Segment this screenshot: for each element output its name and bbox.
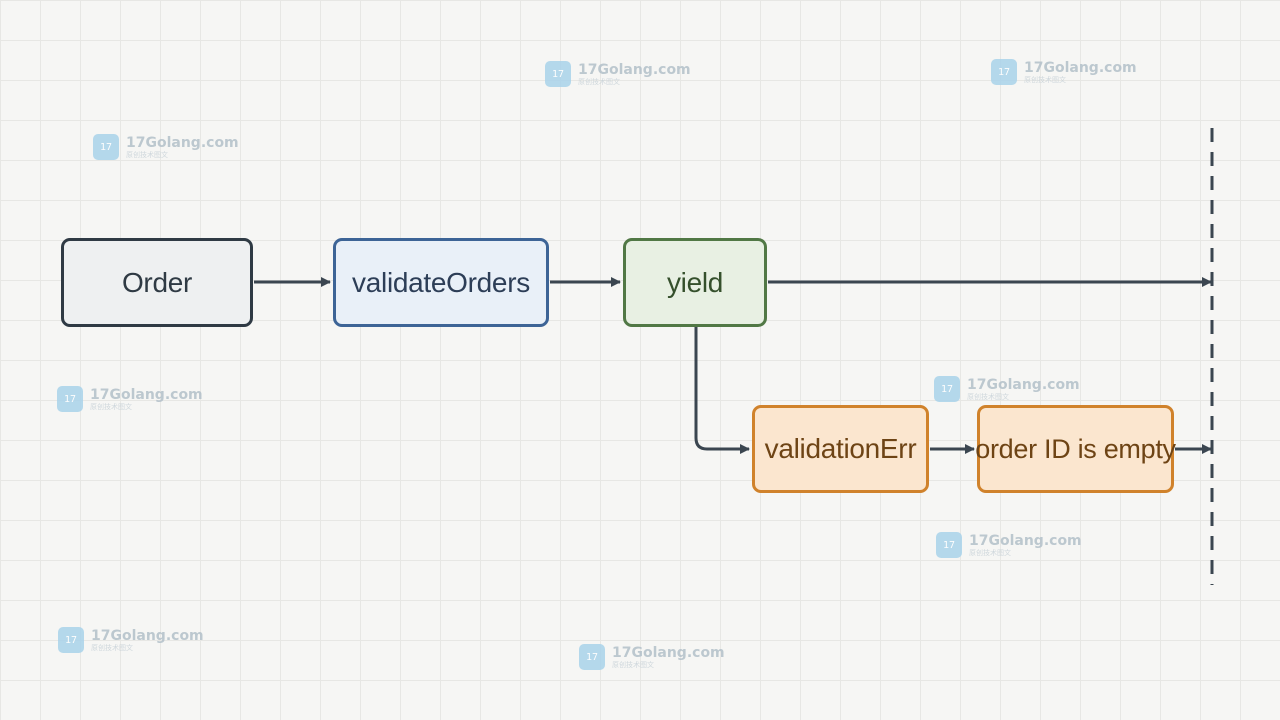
watermark-name: 17Golang.com: [969, 532, 1082, 549]
watermark-name: 17Golang.com: [967, 376, 1080, 393]
watermark-subtitle: 原创技术图文: [126, 150, 168, 159]
watermark: 17 17Golang.com 原创技术图文: [58, 627, 204, 653]
watermark-subtitle: 原创技术图文: [90, 402, 132, 411]
watermark: 17 17Golang.com 原创技术图文: [57, 386, 203, 412]
watermark: 17 17Golang.com 原创技术图文: [579, 644, 725, 670]
node-validate-orders: validateOrders: [333, 238, 549, 327]
watermark: 17 17Golang.com 原创技术图文: [991, 59, 1137, 85]
watermark-name: 17Golang.com: [91, 627, 204, 644]
node-order-label: Order: [121, 266, 193, 298]
node-yield: yield: [623, 238, 767, 327]
17golang-logo-icon: 17: [579, 644, 605, 670]
17golang-logo-icon: 17: [936, 532, 962, 558]
17golang-logo-icon: 17: [93, 134, 119, 160]
watermark-subtitle: 原创技术图文: [1024, 75, 1066, 84]
17golang-logo-icon: 17: [991, 59, 1017, 85]
node-validation-err-label: validationErr: [764, 433, 917, 464]
17golang-logo-icon: 17: [545, 61, 571, 87]
node-yield-label: yield: [666, 266, 724, 298]
watermark-subtitle: 原创技术图文: [969, 548, 1011, 557]
arrow-yield-to-validation-err: [694, 327, 750, 454]
watermark-subtitle: 原创技术图文: [578, 77, 620, 86]
watermark: 17 17Golang.com 原创技术图文: [545, 61, 691, 87]
node-validation-err: validationErr: [752, 405, 929, 493]
watermark-name: 17Golang.com: [612, 644, 725, 661]
node-order: Order: [61, 238, 253, 327]
watermark-name: 17Golang.com: [578, 61, 691, 78]
watermark-subtitle: 原创技术图文: [612, 660, 654, 669]
watermark-name: 17Golang.com: [1024, 59, 1137, 76]
watermark-subtitle: 原创技术图文: [967, 392, 1009, 401]
node-error-message: order ID is empty: [975, 405, 1176, 493]
17golang-logo-icon: 17: [58, 627, 84, 653]
watermark-name: 17Golang.com: [126, 134, 239, 151]
watermark: 17 17Golang.com 原创技术图文: [934, 376, 1080, 402]
17golang-logo-icon: 17: [57, 386, 83, 412]
node-error-message-label: order ID is empty: [975, 433, 1176, 464]
17golang-logo-icon: 17: [934, 376, 960, 402]
watermark-subtitle: 原创技术图文: [91, 643, 133, 652]
node-validate-orders-label: validateOrders: [352, 266, 530, 298]
watermark-name: 17Golang.com: [90, 386, 203, 403]
watermark: 17 17Golang.com 原创技术图文: [936, 532, 1082, 558]
watermark: 17 17Golang.com 原创技术图文: [93, 134, 239, 160]
